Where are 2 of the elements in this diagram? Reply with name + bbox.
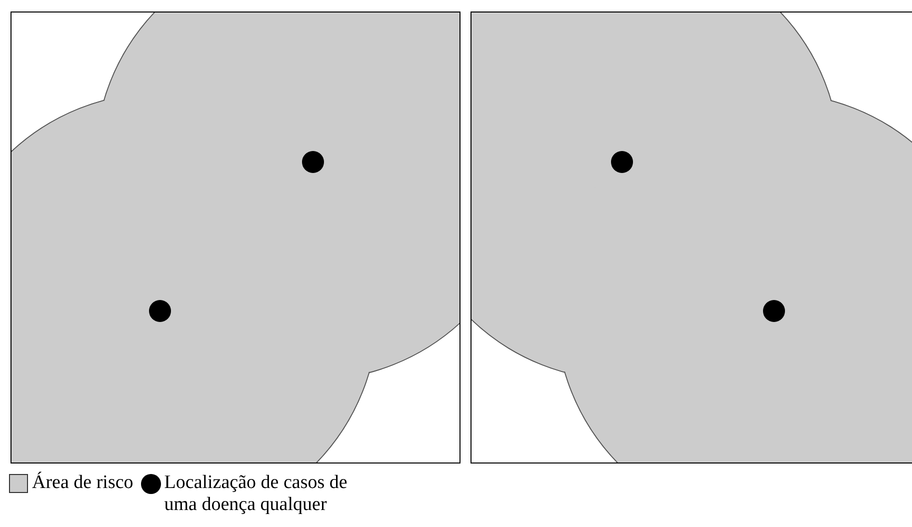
legend-label: Localização de casos de uma doença qualquer: [164, 472, 348, 516]
legend-label: Área de risco: [32, 472, 134, 494]
